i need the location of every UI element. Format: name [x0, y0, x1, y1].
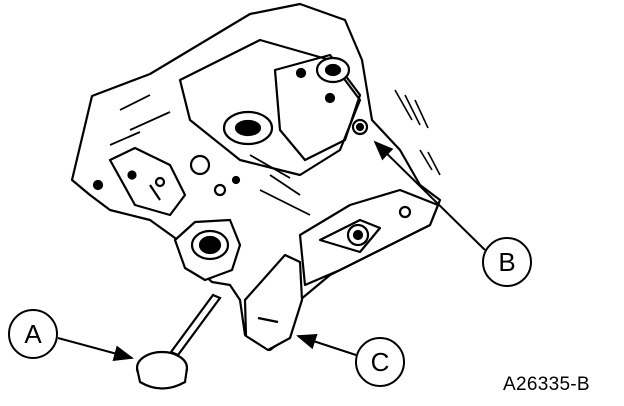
callout-c: C — [355, 337, 405, 387]
leader-line-b — [373, 140, 486, 251]
callout-a: A — [8, 309, 58, 359]
callout-a-label: A — [24, 319, 42, 349]
valve-illustration — [135, 293, 222, 390]
leader-line-a — [57, 337, 134, 362]
figure-id: A26335-B — [503, 374, 590, 395]
callout-b-label: B — [498, 247, 515, 277]
callout-c-label: C — [371, 347, 390, 377]
cylinder-head-illustration — [70, 2, 442, 352]
callout-b: B — [482, 237, 532, 287]
leader-line-c — [296, 334, 357, 356]
